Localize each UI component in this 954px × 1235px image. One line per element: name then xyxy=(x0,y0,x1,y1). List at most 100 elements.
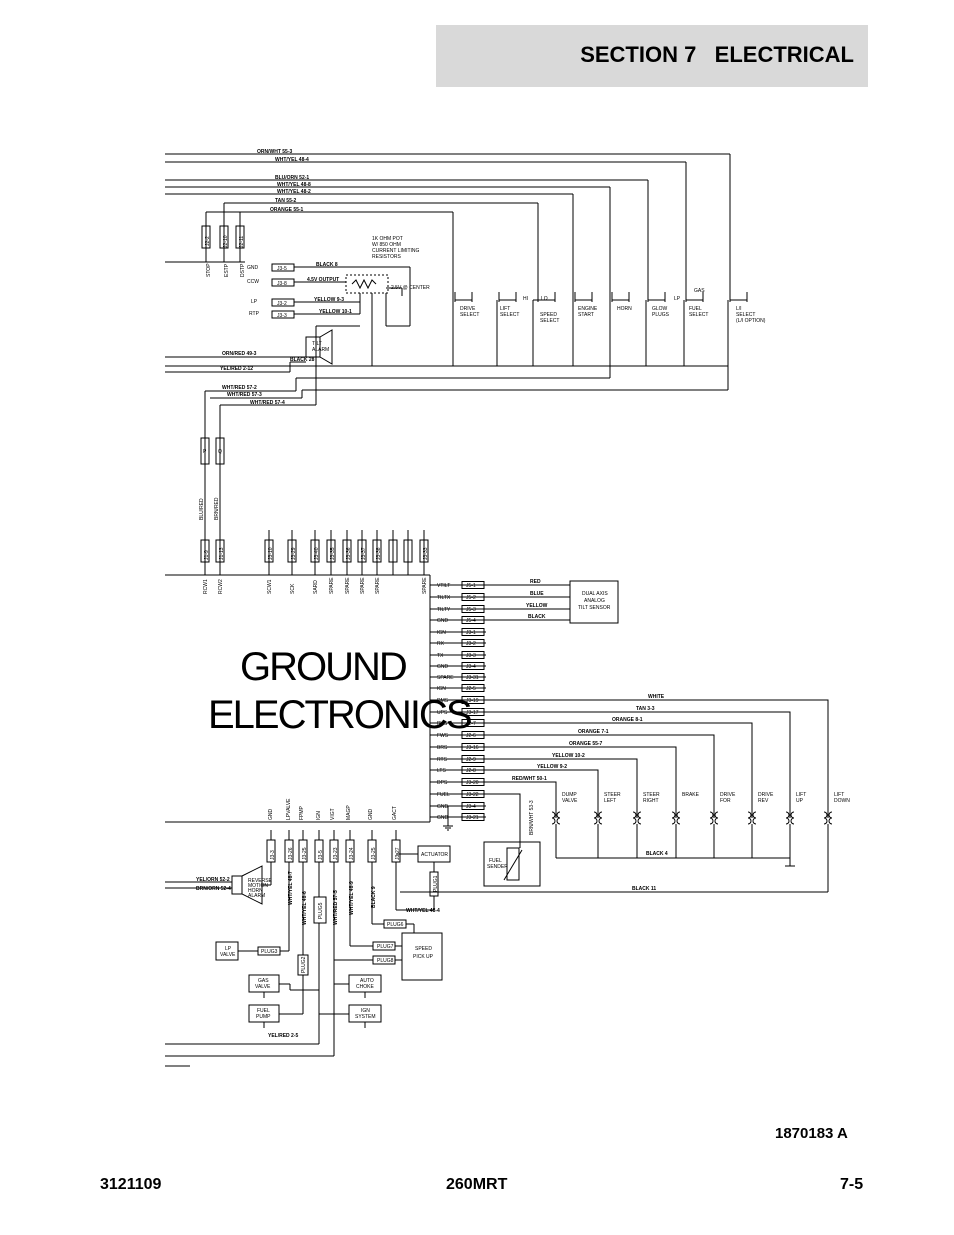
wire-label: BLACK 11 xyxy=(632,886,656,892)
pin-label: GND xyxy=(247,265,259,271)
valve-label: DRIVE xyxy=(720,792,736,798)
switch-mark: LO xyxy=(541,296,548,302)
pin-label: GND xyxy=(368,809,374,821)
fuel-pump-box: FUEL PUMP xyxy=(248,990,304,1028)
alarm-label: ALARM xyxy=(312,347,329,353)
wire-label: BLACK 4 xyxy=(646,851,668,857)
connector-label: J3-25 xyxy=(371,847,377,860)
pin-label: LPVALVE xyxy=(286,798,292,820)
switch-mark: HI xyxy=(523,296,528,302)
wire-label: WHITE xyxy=(648,694,665,700)
wire-label: BRN/ORN 52-4 xyxy=(196,886,231,892)
switch-label: GLOW xyxy=(652,306,668,312)
connector-label: J2-5 xyxy=(466,686,476,692)
connector-label: J2-8 xyxy=(466,768,476,774)
svg-text:SYSTEM: SYSTEM xyxy=(355,1014,376,1020)
lp-valve-box: LP VALVE xyxy=(215,941,239,961)
wire-label: BLACK 28 xyxy=(290,357,315,363)
actuator-section: ACTUATOR PLUG1 xyxy=(396,845,451,911)
gas-valve-box: GAS VALVE xyxy=(248,974,291,998)
connector-label: P xyxy=(203,449,207,455)
connector-label: J3-25 xyxy=(302,847,308,860)
pin-label: TILTY xyxy=(437,607,451,613)
pin-label: VIGT xyxy=(330,808,336,820)
switch-label: SELECT xyxy=(736,312,755,318)
valve-label: LIFT xyxy=(834,792,844,798)
wire-label: BRN/WHT 53-3 xyxy=(529,800,535,835)
wire-label: ORN/WHT 55-3 xyxy=(257,149,293,155)
svg-text:GAS: GAS xyxy=(258,978,269,984)
section-header: SECTION 7 ELECTRICAL xyxy=(436,25,868,87)
wire-label: WHT/YEL 48-9 xyxy=(349,881,355,915)
valve-label: DUMP xyxy=(562,792,577,798)
switch-label: SELECT xyxy=(689,312,708,318)
pin-label: FPMP xyxy=(299,805,305,820)
connector-label: J3-4 xyxy=(466,664,476,670)
wire-label: BLU/ORN 52-1 xyxy=(275,175,309,181)
module-bottom-connectors: GND LPVALVE FPMP IGN VIGT MAGP GND GACT … xyxy=(266,798,440,1039)
wire-label: WHT/YEL 48-4 xyxy=(406,908,440,914)
pin-label: BRS xyxy=(437,745,448,751)
connector-label: J3-2 xyxy=(277,301,287,307)
svg-text:IGN: IGN xyxy=(361,1008,370,1014)
connector-label: J5-4 xyxy=(466,618,476,624)
pin-label: SARD xyxy=(313,580,319,594)
top-wires: ORN/WHT 55-3 WHT/YEL 48-4 BLU/ORN 52-1 W… xyxy=(165,149,731,300)
wire-label: YEL/RED 2-5 xyxy=(268,1033,299,1039)
svg-text:VALVE: VALVE xyxy=(220,952,236,958)
wire-label: WHT/RED 57-2 xyxy=(222,385,257,391)
pin-label: VTILT xyxy=(437,583,450,589)
pin-label: IGN xyxy=(316,811,322,820)
valve-label: LEFT xyxy=(604,798,616,804)
connector-label: J3-31 xyxy=(466,675,479,681)
switch-label: DRIVE xyxy=(460,306,476,312)
horn-label: MOTION xyxy=(248,883,268,889)
svg-text:FUEL: FUEL xyxy=(257,1008,270,1014)
switch-label: FUEL xyxy=(689,306,702,312)
sender-label: SENDER xyxy=(487,864,508,870)
actuator-label: ACTUATOR xyxy=(421,852,448,858)
wire-label: BLU/RED xyxy=(199,498,205,520)
connector-label: J2-11 xyxy=(239,236,245,248)
pin-label: ESTP xyxy=(224,263,230,277)
note: RESISTORS xyxy=(372,254,401,260)
wire-label: WHT/YEL 48-6 xyxy=(302,891,308,925)
horn-label: HORN xyxy=(248,888,263,894)
connector-label: J3-24 xyxy=(349,847,355,860)
connector-label: J3-10 xyxy=(268,547,274,560)
speed-pickup-box: SPEED PICK UP xyxy=(401,932,443,981)
alarm-label: TILT xyxy=(312,341,322,347)
connector-label: J3-17 xyxy=(466,710,479,716)
pin-label: FWS xyxy=(437,733,449,739)
note: 2.5V @ CENTER xyxy=(391,285,430,291)
valve-label: STEER xyxy=(604,792,621,798)
svg-text:PICK UP: PICK UP xyxy=(413,954,434,960)
connector-label: J5-3 xyxy=(466,607,476,613)
section-title: SECTION 7 ELECTRICAL xyxy=(580,42,854,67)
connector-label: J2-2 xyxy=(205,236,211,246)
wire-label: BRN/RED xyxy=(214,497,220,520)
connector-label: J5-2 xyxy=(466,595,476,601)
svg-text:AUTO: AUTO xyxy=(360,978,374,984)
connector-label: J3-40 xyxy=(314,547,320,560)
ground-bus: BLACK 4 BLACK 11 FUEL SENDER xyxy=(400,830,829,893)
wire-label: BLACK 9 xyxy=(371,886,377,908)
connector-label: J3-33 xyxy=(423,547,429,560)
valve-label: FOR xyxy=(720,798,731,804)
connector-label: J2-10 xyxy=(223,235,229,248)
pin-label: TILTX xyxy=(437,595,451,601)
svg-text:VALVE: VALVE xyxy=(255,984,271,990)
plug-label: PLUG6 xyxy=(387,922,404,928)
connector-label: J3-35 xyxy=(330,547,336,560)
plug-label: PLUG2 xyxy=(301,956,307,973)
horn-label: ALARM xyxy=(248,893,265,899)
pin-label: RVS xyxy=(437,721,448,727)
plug-label: PLUG7 xyxy=(377,944,394,950)
right-pin-row: TILTY J5-3 xyxy=(430,605,486,613)
wire-label: ORANGE 55-7 xyxy=(569,741,603,747)
